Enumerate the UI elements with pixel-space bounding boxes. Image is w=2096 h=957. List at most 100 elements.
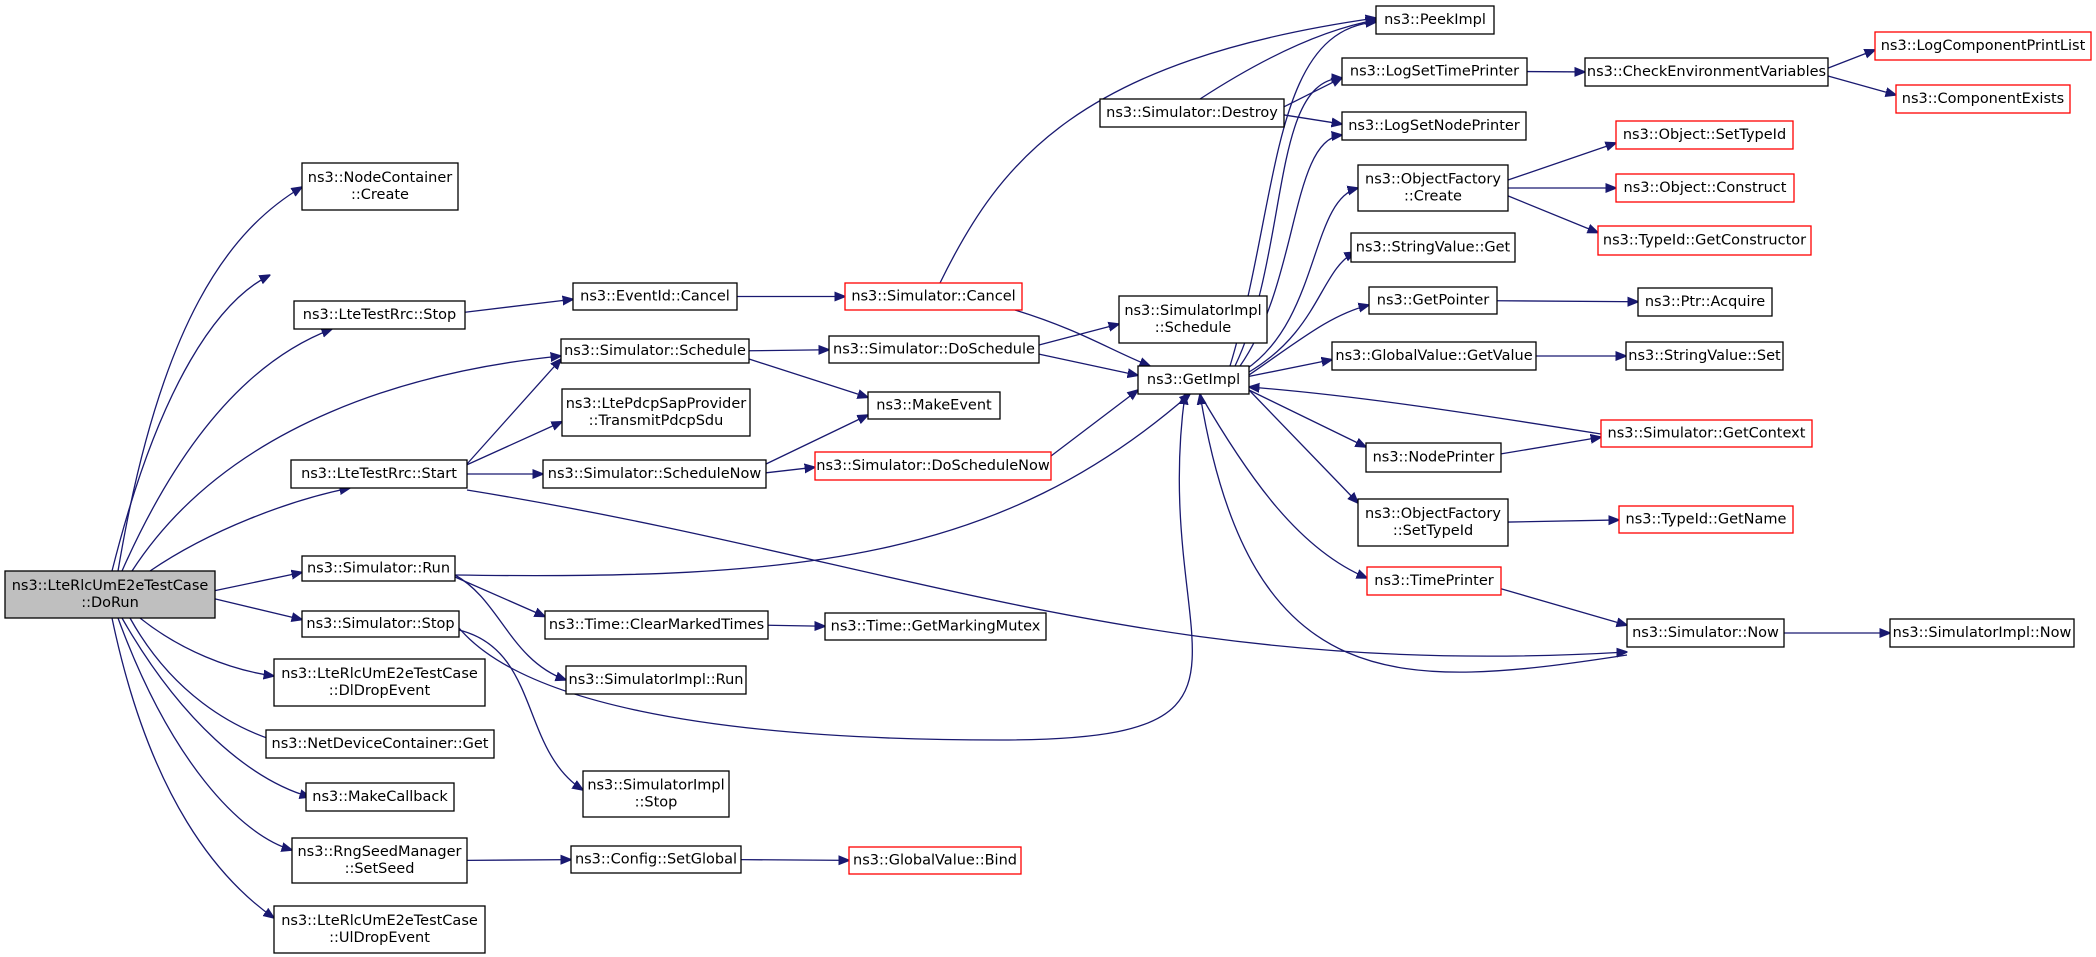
node-checkenv[interactable]: ns3::CheckEnvironmentVariables [1584,57,1829,87]
node-sim-destroy[interactable]: ns3::Simulator::Destroy [1099,98,1285,128]
node-clear-marked[interactable]: ns3::Time::ClearMarkedTimes [544,610,769,640]
node-box [1331,341,1537,371]
node-simimpl-run[interactable]: ns3::SimulatorImpl::Run [565,665,747,695]
node-ndc-get[interactable]: ns3::NetDeviceContainer::Get [265,729,495,759]
node-gv-getvalue[interactable]: ns3::GlobalValue::GetValue [1331,341,1537,371]
node-pdcp[interactable]: ns3::LtePdcpSapProvider::TransmitPdcpSdu [561,388,751,437]
node-rng-seed[interactable]: ns3::RngSeedManager::SetSeed [291,837,468,884]
node-logsetnode[interactable]: ns3::LogSetNodePrinter [1341,111,1527,141]
edge-rrc-start-to-sim-now [466,489,1627,656]
node-rrc-stop[interactable]: ns3::LteTestRrc::Stop [293,300,466,330]
node-label: ns3::ObjectFactory [1365,172,1501,188]
node-sim-getcontext[interactable]: ns3::Simulator::GetContext [1600,419,1813,448]
node-make-callback[interactable]: ns3::MakeCallback [305,782,455,812]
edge-root-to-ndc-get [129,617,290,745]
node-label: ::Stop [635,795,678,811]
node-label: ::Create [1404,189,1462,205]
node-label: ns3::EventId::Cancel [580,289,730,305]
node-box [1365,442,1502,473]
node-label: ns3::LteRlcUmE2eTestCase [281,666,478,682]
node-label: ns3::Simulator::Run [307,561,450,577]
node-label: ::DlDropEvent [329,683,431,699]
node-sim-doschedule[interactable]: ns3::Simulator::DoSchedule [828,335,1040,364]
node-box [1137,365,1250,395]
node-of-settypeid[interactable]: ns3::ObjectFactory::SetTypeId [1357,498,1509,547]
node-label: ns3::LteTestRrc::Start [301,466,457,482]
node-strval-set[interactable]: ns3::StringValue::Set [1625,341,1784,371]
node-simimpl-stop[interactable]: ns3::SimulatorImpl::Stop [582,770,730,818]
node-label: ns3::TimePrinter [1374,573,1494,589]
edge-root-to-nc-create [117,187,302,572]
node-box [301,610,460,638]
node-label: ns3::Simulator::Destroy [1106,105,1278,121]
node-label: ns3::ComponentExists [1902,91,2065,107]
node-box [1375,5,1495,35]
node-box [1341,57,1528,86]
node-root[interactable]: ns3::LteRlcUmE2eTestCase::DoRun [4,570,216,619]
node-label: ns3::TypeId::GetConstructor [1603,233,1806,249]
node-label: ns3::Config::SetGlobal [575,852,737,868]
node-box [1625,341,1784,371]
node-getpointer[interactable]: ns3::GetPointer [1368,286,1498,315]
node-ul-drop[interactable]: ns3::LteRlcUmE2eTestCase::UlDropEvent [273,905,486,954]
node-label: ns3::LteRlcUmE2eTestCase [281,913,478,929]
node-gv-bind[interactable]: ns3::GlobalValue::Bind [848,846,1022,875]
node-box [1626,618,1785,648]
node-ptr-acquire[interactable]: ns3::Ptr::Acquire [1637,287,1773,317]
node-peekimpl[interactable]: ns3::PeekImpl [1375,5,1495,35]
node-dl-drop[interactable]: ns3::LteRlcUmE2eTestCase::DlDropEvent [273,658,486,707]
edge-layer [111,18,1896,918]
node-label: ns3::Simulator::DoSchedule [833,342,1035,358]
node-box [291,837,468,884]
node-evt-cancel[interactable]: ns3::EventId::Cancel [572,282,738,311]
node-box [1600,419,1813,448]
edge-getimpl-to-gv-getvalue [1248,360,1332,378]
node-nc-create[interactable]: ns3::NodeContainer::Create [301,162,459,211]
node-box [560,338,750,364]
node-box [1366,566,1502,596]
node-timeprinter[interactable]: ns3::TimePrinter [1366,566,1502,596]
edge-of-settypeid-to-typeid-getname [1507,520,1619,522]
node-sim-cancel[interactable]: ns3::Simulator::Cancel [844,282,1023,311]
node-label: ns3::MakeCallback [312,789,448,805]
edge-sim-doschedule-to-getimpl [1038,353,1138,375]
node-simimpl-sched[interactable]: ns3::SimulatorImpl::Schedule [1118,295,1268,344]
node-sim-schedule[interactable]: ns3::Simulator::Schedule [560,338,750,364]
node-nodeprinter[interactable]: ns3::NodePrinter [1365,442,1502,473]
node-logcomp-print[interactable]: ns3::LogComponentPrintList [1874,31,2092,61]
node-of-create[interactable]: ns3::ObjectFactory::Create [1357,164,1509,212]
node-sim-stop[interactable]: ns3::Simulator::Stop [301,610,460,638]
node-comp-exists[interactable]: ns3::ComponentExists [1895,84,2071,114]
node-obj-construct[interactable]: ns3::Object::Construct [1615,173,1795,203]
node-sim-schednow[interactable]: ns3::Simulator::ScheduleNow [542,459,767,489]
node-label: ns3::NetDeviceContainer::Get [272,736,489,752]
node-typeid-getname[interactable]: ns3::TypeId::GetName [1618,505,1794,534]
node-label: ns3::Simulator::DoScheduleNow [816,458,1050,474]
node-simimpl-now[interactable]: ns3::SimulatorImpl::Now [1889,618,2075,648]
node-label: ns3::LteRlcUmE2eTestCase [12,578,209,594]
edge-sim-now-to-getimpl [1200,394,1628,673]
node-typeid-getctor[interactable]: ns3::TypeId::GetConstructor [1597,225,1812,256]
edge-sim-run-to-simimpl-run [454,574,566,680]
node-sim-now[interactable]: ns3::Simulator::Now [1626,618,1785,648]
node-make-event[interactable]: ns3::MakeEvent [867,391,1001,420]
node-rrc-start[interactable]: ns3::LteTestRrc::Start [290,459,468,489]
edge-root-to-rrc-stop [121,329,332,572]
node-box [542,459,767,489]
node-marking-mutex[interactable]: ns3::Time::GetMarkingMutex [824,612,1047,641]
node-box [4,570,216,619]
node-box [290,459,468,489]
node-cfg-setglobal[interactable]: ns3::Config::SetGlobal [570,845,742,874]
node-getimpl[interactable]: ns3::GetImpl [1137,365,1250,395]
node-label: ::Schedule [1155,320,1231,336]
node-obj-settypeid[interactable]: ns3::Object::SetTypeId [1615,120,1794,150]
node-box [1341,111,1527,141]
node-label: ns3::SimulatorImpl::Run [569,672,744,688]
node-sim-run[interactable]: ns3::Simulator::Run [301,555,456,582]
node-label: ns3::LogComponentPrintList [1881,38,2086,54]
node-box [561,388,751,437]
node-logsettime[interactable]: ns3::LogSetTimePrinter [1341,57,1528,86]
node-strval-get[interactable]: ns3::StringValue::Get [1350,232,1516,263]
node-label: ns3::Object::Construct [1624,180,1787,196]
node-sim-doschednow[interactable]: ns3::Simulator::DoScheduleNow [814,451,1052,481]
